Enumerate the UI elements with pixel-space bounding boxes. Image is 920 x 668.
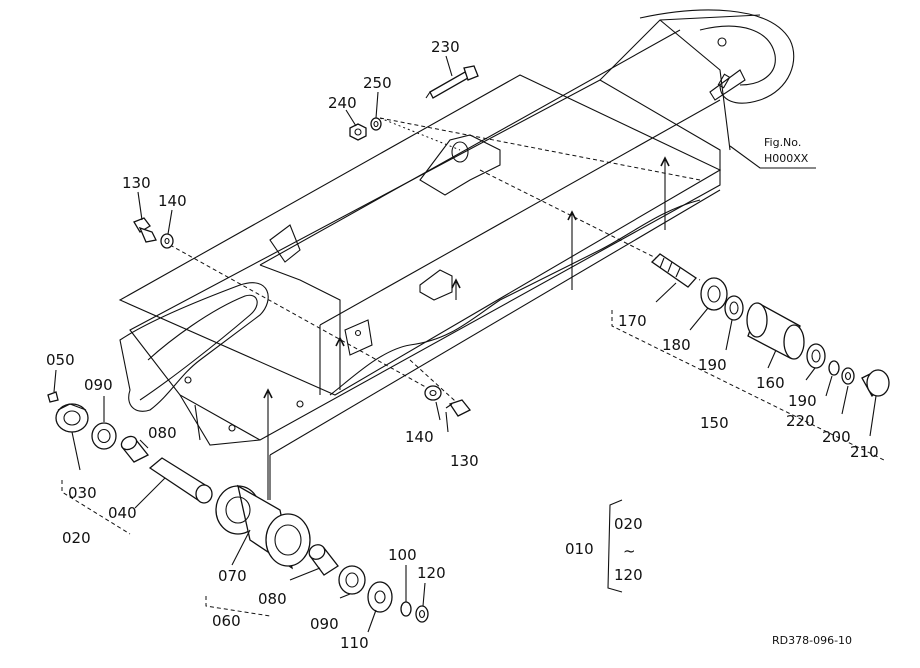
figure-reference: Fig.No. H000XX RD378-096-10 — [764, 136, 852, 647]
leader-lines — [53, 55, 877, 633]
washer-140-top — [160, 233, 174, 249]
label-200: 200 — [822, 428, 851, 446]
range-tilde: ~ — [623, 542, 636, 560]
seal-090-right — [338, 565, 366, 595]
label-210: 210 — [850, 443, 879, 461]
label-220: 220 — [786, 412, 815, 430]
roller-070 — [215, 484, 311, 570]
label-030: 030 — [68, 484, 97, 502]
bushing-080-right — [308, 544, 339, 576]
label-080-left: 080 — [148, 424, 177, 442]
shaft-170 — [650, 253, 697, 288]
part-labels: 230 250 240 130 140 050 090 080 030 040 … — [46, 38, 879, 652]
track-frame — [118, 9, 795, 500]
seal-180 — [700, 277, 728, 311]
ring-100 — [400, 601, 412, 617]
label-160: 160 — [756, 374, 785, 392]
range-from-label: 020 — [614, 515, 643, 533]
label-150: 150 — [700, 414, 729, 432]
label-250: 250 — [363, 74, 392, 92]
nut-120 — [415, 605, 429, 623]
ring-220 — [828, 360, 840, 376]
label-120: 120 — [417, 564, 446, 582]
label-100: 100 — [388, 546, 417, 564]
label-140-top: 140 — [158, 192, 187, 210]
label-090-right: 090 — [310, 615, 339, 633]
nut-240 — [349, 123, 367, 141]
cover-110 — [367, 581, 393, 613]
label-020: 020 — [62, 529, 91, 547]
label-130-top: 130 — [122, 174, 151, 192]
label-230: 230 — [431, 38, 460, 56]
shaft-040 — [148, 457, 213, 504]
label-130-bottom: 130 — [450, 452, 479, 470]
seal-190-left — [724, 295, 744, 321]
nut-200 — [841, 367, 855, 385]
label-240: 240 — [328, 94, 357, 112]
group-brackets — [61, 310, 885, 617]
label-080-right: 080 — [258, 590, 287, 608]
plug-050 — [47, 391, 59, 403]
label-180: 180 — [662, 336, 691, 354]
label-110: 110 — [340, 634, 369, 652]
fig-no-label: Fig.No. — [764, 136, 801, 149]
range-note: 010 020 ~ 120 — [565, 515, 643, 584]
bushing-080-left — [120, 435, 150, 463]
label-040: 040 — [108, 504, 137, 522]
bolt-230 — [425, 65, 479, 99]
assembly-guide-lines — [169, 117, 701, 411]
cap-210 — [861, 369, 890, 398]
label-170: 170 — [618, 312, 647, 330]
label-090-left: 090 — [84, 376, 113, 394]
label-070: 070 — [218, 567, 247, 585]
label-140-bottom: 140 — [405, 428, 434, 446]
washer-140-bottom — [424, 385, 442, 401]
label-190-left: 190 — [698, 356, 727, 374]
fig-no-value: H000XX — [764, 152, 809, 165]
ref-code: RD378-096-10 — [772, 634, 852, 647]
roller-160 — [746, 302, 805, 360]
label-060: 060 — [212, 612, 241, 630]
seal-090-left — [91, 422, 117, 450]
seal-190-right — [806, 343, 826, 369]
bolt-130-bottom — [445, 399, 472, 417]
range-to-label: 120 — [614, 566, 643, 584]
label-190-right: 190 — [788, 392, 817, 410]
range-main-label: 010 — [565, 540, 594, 558]
washer-250 — [370, 117, 382, 131]
label-050: 050 — [46, 351, 75, 369]
bolt-130-top — [133, 217, 157, 243]
seal-030 — [55, 403, 89, 433]
